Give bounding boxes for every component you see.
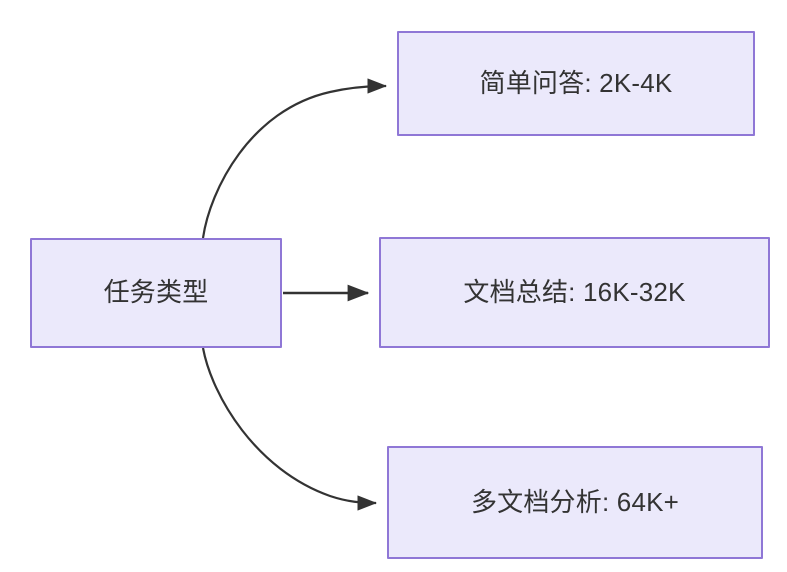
node-doc-summary[interactable]: 文档总结: 16K-32K [379,237,770,348]
node-simple-qa[interactable]: 简单问答: 2K-4K [397,31,755,136]
node-task-type-label: 任务类型 [103,277,209,308]
node-simple-qa-label: 简单问答: 2K-4K [479,67,673,98]
edge-root-to-simple-qa [201,78,388,239]
node-multidoc-analysis[interactable]: 多文档分析: 64K+ [387,446,763,559]
node-multidoc-analysis-label: 多文档分析: 64K+ [470,486,680,517]
edge-root-to-multidoc-analysis [201,347,378,511]
node-doc-summary-label: 文档总结: 16K-32K [463,276,686,307]
node-task-type[interactable]: 任务类型 [30,238,282,348]
